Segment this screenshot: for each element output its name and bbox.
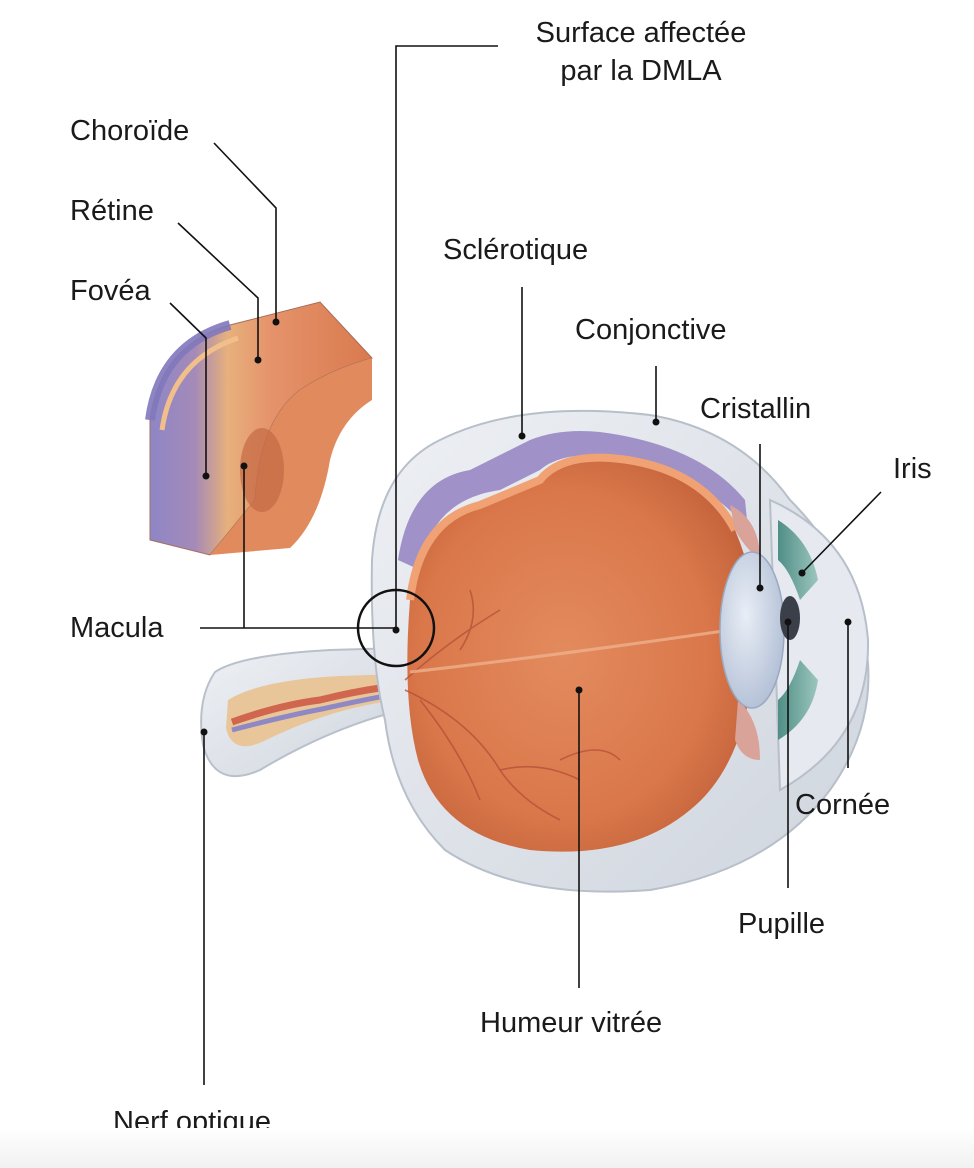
label-iris: Iris (893, 453, 932, 485)
label-humeur-vitree: Humeur vitrée (480, 1007, 663, 1039)
label-choroide: Choroïde (70, 115, 190, 147)
leader-dots (200, 318, 852, 736)
label-surface-affected-line1: Surface affectée (535, 17, 747, 49)
label-surface-affected: Surface affectée par la DMLA (500, 14, 782, 90)
optic-nerve-vessel-red (230, 682, 396, 726)
iris-shape (778, 520, 818, 600)
label-fovea: Fovéa (70, 275, 151, 307)
ciliary-bottom (735, 700, 760, 760)
bottom-fade (0, 1128, 974, 1168)
retina-block-inset (145, 301, 373, 556)
vitreous-body (407, 457, 756, 852)
label-macula: Macula (70, 612, 164, 644)
label-cornee: Cornée (795, 789, 891, 821)
pupil-shape (780, 596, 800, 640)
label-retine: Rétine (70, 195, 154, 227)
leader-lines (169, 45, 882, 1085)
label-pupille: Pupille (738, 908, 826, 940)
ciliary-top (730, 505, 760, 560)
label-surface-affected-line2: par la DMLA (560, 55, 722, 87)
lens-shape (719, 551, 785, 709)
hyaloid-canal (409, 628, 731, 674)
label-cristallin: Cristallin (700, 393, 812, 425)
label-conjonctive: Conjonctive (575, 314, 727, 346)
optic-nerve-vessel-blue (231, 691, 397, 733)
retina-rim (406, 453, 739, 601)
label-sclerotique: Sclérotique (443, 234, 589, 266)
